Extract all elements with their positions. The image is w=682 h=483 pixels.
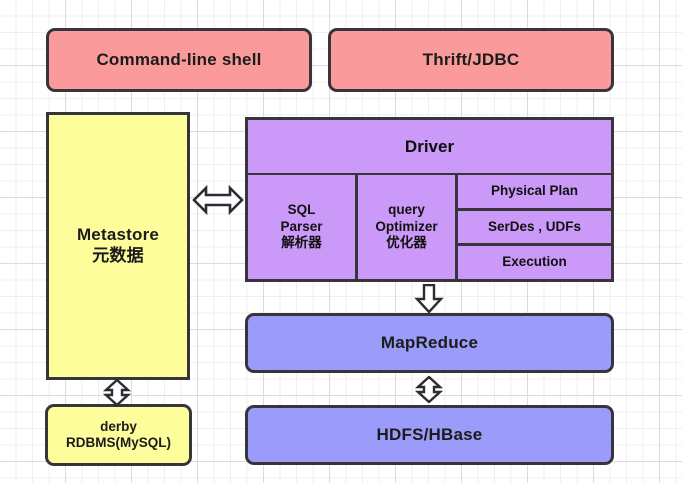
arrow-driver-mapreduce	[414, 284, 444, 314]
node-sql-parser[interactable]: SQL Parser 解析器	[248, 175, 358, 279]
arrow-mapreduce-hdfs	[415, 376, 443, 403]
node-execution[interactable]: Execution	[458, 246, 611, 279]
node-metastore[interactable]: Metastore 元数据	[46, 112, 190, 380]
sql-parser-line2: Parser	[280, 218, 323, 234]
query-optimizer-line1: query	[388, 201, 425, 217]
node-hdfs-hbase[interactable]: HDFS/HBase	[245, 405, 614, 465]
node-derby-rdbms[interactable]: derby RDBMS(MySQL)	[45, 404, 192, 466]
driver-label: Driver	[404, 136, 455, 156]
node-physical-plan[interactable]: Physical Plan	[458, 175, 611, 211]
node-thrift-jdbc[interactable]: Thrift/JDBC	[328, 28, 614, 92]
serdes-udfs-label: SerDes , UDFs	[487, 218, 582, 234]
sql-parser-line1: SQL	[287, 201, 316, 217]
node-mapreduce[interactable]: MapReduce	[245, 313, 614, 373]
command-line-shell-label: Command-line shell	[96, 49, 262, 69]
metastore-label-cn: 元数据	[92, 246, 144, 266]
rdbms-label: RDBMS(MySQL)	[66, 435, 171, 450]
node-command-line-shell[interactable]: Command-line shell	[46, 28, 312, 92]
driver-stack: Physical Plan SerDes , UDFs Execution	[458, 175, 611, 279]
physical-plan-label: Physical Plan	[490, 182, 579, 198]
mapreduce-label: MapReduce	[380, 332, 479, 352]
query-optimizer-line3: 优化器	[386, 235, 427, 252]
execution-label: Execution	[502, 254, 567, 270]
arrow-metastore-driver	[192, 184, 244, 216]
derby-label: derby	[100, 418, 137, 434]
thrift-jdbc-label: Thrift/JDBC	[422, 49, 520, 69]
query-optimizer-line2: Optimizer	[375, 218, 438, 234]
arrow-metastore-derby	[103, 379, 131, 406]
hdfs-hbase-label: HDFS/HBase	[376, 424, 483, 444]
sql-parser-line3: 解析器	[281, 235, 322, 252]
node-query-optimizer[interactable]: query Optimizer 优化器	[358, 175, 458, 279]
metastore-label-en: Metastore	[76, 225, 160, 245]
node-driver-body: SQL Parser 解析器 query Optimizer 优化器 Physi…	[245, 175, 614, 282]
node-driver-header[interactable]: Driver	[245, 117, 614, 175]
node-serdes-udfs[interactable]: SerDes , UDFs	[458, 211, 611, 247]
